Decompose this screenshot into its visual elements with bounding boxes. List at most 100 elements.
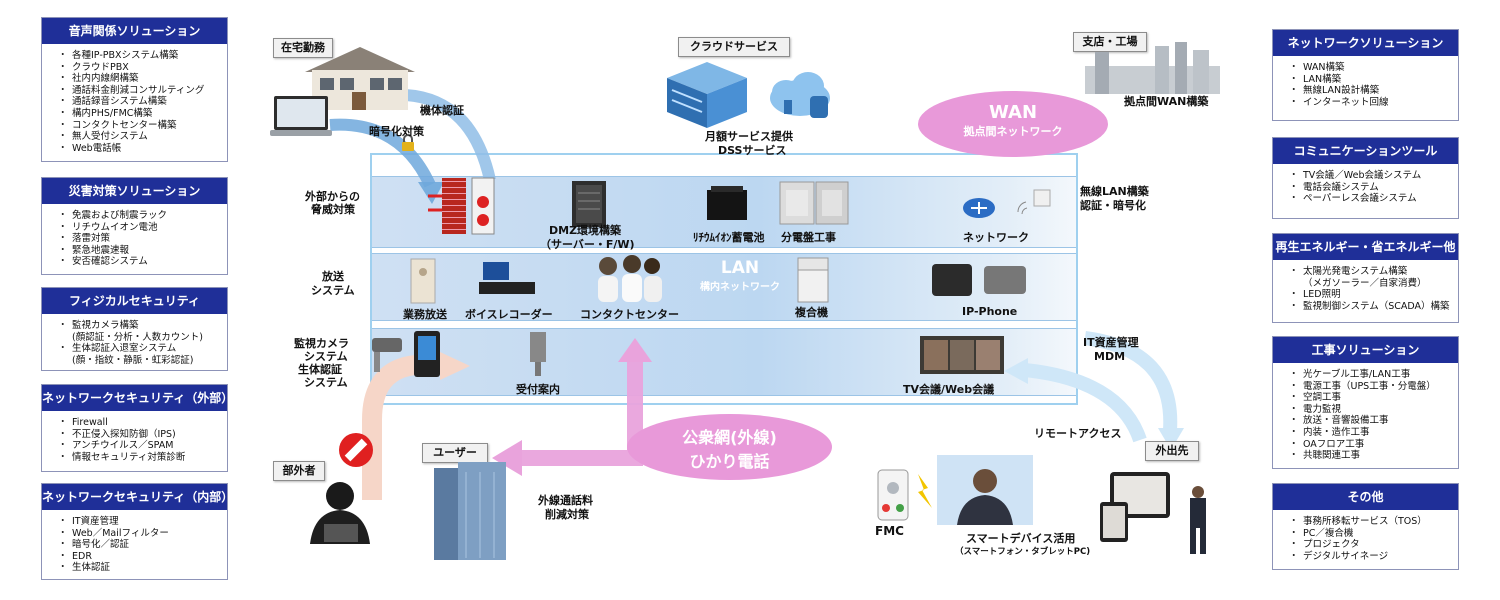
frame-top-edge bbox=[370, 153, 1078, 155]
smartphone-fmc-icon bbox=[877, 469, 932, 521]
list-item: リチウムイオン電池 bbox=[58, 222, 227, 234]
panel-network-security-external: ネットワークセキュリティ（外部） Firewall 不正侵入探知防御（IPS) … bbox=[41, 384, 228, 472]
pstn-line2: ひかり電話 bbox=[689, 452, 770, 471]
panel-renewable-energy: 再生エネルギー・省エネルギー他 太陽光発電システム構築 （メガソーラー／自家消費… bbox=[1272, 233, 1459, 323]
panel-list: 光ケーブル工事/LAN工事 電源工事（UPS工事・分電盤） 空調工事 電力監視 … bbox=[1273, 369, 1458, 462]
panel-title: その他 bbox=[1273, 484, 1458, 510]
list-item: アンチウイルス／SPAM bbox=[58, 440, 227, 452]
list-item: LED照明 bbox=[1289, 289, 1458, 301]
frame-bottom-edge bbox=[370, 403, 1078, 405]
label-tv-conference: TV会議/Web会議 bbox=[903, 383, 995, 396]
panel-title: 工事ソリューション bbox=[1273, 337, 1458, 363]
label-reception: 受付案内 bbox=[516, 383, 560, 396]
list-item: 太陽光発電システム構築 bbox=[1289, 266, 1458, 278]
office-building-icon bbox=[434, 462, 506, 560]
list-item: 通話料金削減コンサルティング bbox=[58, 85, 227, 97]
list-item: 不正侵入探知防御（IPS) bbox=[58, 429, 227, 441]
wan-title: WAN bbox=[988, 102, 1038, 123]
security-camera-icon bbox=[372, 338, 402, 372]
list-item: 落雷対策 bbox=[58, 233, 227, 245]
list-item: 情報セキュリティ対策診断 bbox=[58, 452, 227, 464]
list-item: EDR bbox=[58, 551, 227, 563]
label-it-asset-1: IT資産管理 bbox=[1083, 336, 1139, 349]
label-camera-2: システム bbox=[304, 350, 348, 363]
list-item: 通話録音システム構築 bbox=[58, 96, 227, 108]
panel-title: ネットワークセキュリティ（内部） bbox=[42, 484, 227, 510]
label-dmz-1: DMZ環境構築 bbox=[549, 224, 622, 237]
tablet-devices-icon bbox=[1100, 472, 1170, 542]
wireless-ap-icon bbox=[1017, 189, 1051, 215]
panel-list: WAN構築 LAN構築 無線LAN設計構築 インターネット回線 bbox=[1273, 62, 1458, 108]
panel-construction-solutions: 工事ソリューション 光ケーブル工事/LAN工事 電源工事（UPS工事・分電盤） … bbox=[1272, 336, 1459, 469]
list-item: 生体認証 bbox=[58, 562, 227, 574]
prohibited-icon bbox=[339, 433, 373, 467]
laptop-icon bbox=[270, 96, 332, 136]
label-wlan-2: 認証・暗号化 bbox=[1080, 199, 1146, 212]
list-item: 監視制御システム（SCADA）構築 bbox=[1289, 301, 1458, 313]
label-dss-service: DSSサービス bbox=[718, 144, 787, 157]
wan-bubble: WAN 拠点間ネットワーク bbox=[918, 91, 1108, 157]
tag-home-work: 在宅勤務 bbox=[273, 38, 333, 58]
tag-user: ユーザー bbox=[422, 443, 488, 463]
label-encryption: 暗号化対策 bbox=[369, 125, 424, 138]
panel-title: ネットワークソリューション bbox=[1273, 30, 1458, 56]
list-item: Web／Mailフィルター bbox=[58, 528, 227, 540]
label-call-cost-2: 削減対策 bbox=[545, 508, 589, 521]
battery-icon bbox=[707, 186, 747, 220]
factory-icon bbox=[1085, 42, 1220, 94]
panel-physical-security: フィジカルセキュリティ 監視カメラ構築 (顔認証・分析・人数カウント) 生体認証… bbox=[41, 287, 228, 371]
list-item: 監視カメラ構築 bbox=[58, 320, 227, 332]
list-item: LAN構築 bbox=[1289, 74, 1458, 86]
label-camera-4: システム bbox=[304, 376, 348, 389]
label-battery: ﾘﾁｳﾑｲｵﾝ蓄電池 bbox=[693, 231, 765, 244]
label-remote-access: リモートアクセス bbox=[1034, 427, 1122, 440]
panel-title: ネットワークセキュリティ（外部） bbox=[42, 385, 227, 411]
list-item: 空調工事 bbox=[1289, 392, 1458, 404]
video-conference-icon bbox=[920, 336, 1004, 374]
label-camera-1: 監視カメラ bbox=[294, 337, 349, 350]
list-item: 生体認証入退室システム bbox=[58, 343, 227, 355]
label-wan-build: 拠点間WAN構築 bbox=[1124, 95, 1209, 108]
frame-left-edge bbox=[370, 153, 372, 405]
label-threat-2: 脅威対策 bbox=[311, 203, 355, 216]
pstn-bubble: 公衆網(外線) ひかり電話 bbox=[627, 414, 832, 480]
label-ip-phone: IP-Phone bbox=[962, 305, 1018, 318]
face-auth-terminal-icon bbox=[414, 331, 440, 377]
distribution-panel-icon bbox=[779, 181, 849, 225]
label-monthly-service: 月額サービス提供 bbox=[705, 130, 793, 143]
firewall-icon bbox=[428, 177, 495, 235]
lan-subtitle: 構内ネットワーク bbox=[700, 282, 780, 293]
hacker-icon bbox=[310, 482, 370, 544]
label-it-asset-2: MDM bbox=[1094, 350, 1126, 363]
label-device-auth: 機体認証 bbox=[420, 104, 464, 117]
multifunction-printer-icon bbox=[797, 257, 829, 303]
panel-network-security-internal: ネットワークセキュリティ（内部） IT資産管理 Web／Mailフィルター 暗号… bbox=[41, 483, 228, 580]
list-item: 無線LAN設計構築 bbox=[1289, 85, 1458, 97]
panel-title: コミュニケーションツール bbox=[1273, 138, 1458, 164]
label-camera-3: 生体認証 bbox=[298, 363, 342, 376]
list-item: デジタルサイネージ bbox=[1289, 551, 1458, 563]
panel-list: Firewall 不正侵入探知防御（IPS) アンチウイルス／SPAM 情報セキ… bbox=[42, 417, 227, 463]
tag-cloud-services: クラウドサービス bbox=[678, 37, 790, 57]
list-item: 共聴関連工事 bbox=[1289, 450, 1458, 462]
list-item: 緊急地震速報 bbox=[58, 245, 227, 257]
panel-list: 太陽光発電システム構築 （メガソーラー／自家消費） LED照明 監視制御システム… bbox=[1273, 266, 1458, 312]
panel-disaster-solutions: 災害対策ソリューション 免震および制震ラック リチウムイオン電池 落雷対策 緊急… bbox=[41, 177, 228, 275]
list-item: （メガソーラー／自家消費） bbox=[1303, 277, 1427, 289]
tag-branch-factory: 支店・工場 bbox=[1073, 32, 1147, 52]
panel-list: 事務所移転サービス（TOS） PC／複合機 プロジェクタ デジタルサイネージ bbox=[1273, 516, 1458, 562]
tag-outside-location: 外出先 bbox=[1145, 441, 1199, 461]
list-item: クラウドPBX bbox=[58, 62, 227, 74]
list-item: インターネット回線 bbox=[1289, 97, 1458, 109]
label-fmc: FMC bbox=[875, 524, 904, 538]
panel-list: TV会議／Web会議システム 電話会議システム ペーパーレス会議システム bbox=[1273, 170, 1458, 205]
server-rack-icon bbox=[667, 62, 747, 128]
ip-phone-icon bbox=[932, 264, 1026, 296]
label-network: ネットワーク bbox=[963, 231, 1029, 244]
label-panel-work: 分電盤工事 bbox=[781, 231, 836, 244]
label-paging: 業務放送 bbox=[403, 308, 447, 321]
list-item: Firewall bbox=[58, 417, 227, 429]
list-item: 放送・音響設備工事 bbox=[1289, 415, 1458, 427]
list-item: WAN構築 bbox=[1289, 62, 1458, 74]
list-item: 免震および制震ラック bbox=[58, 210, 227, 222]
